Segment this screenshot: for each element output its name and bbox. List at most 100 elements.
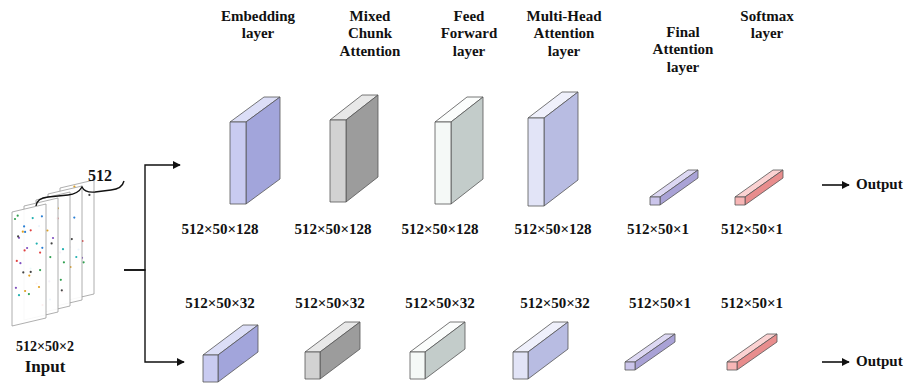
layer-heading: Final Attention layer — [647, 24, 719, 76]
data-dot — [30, 229, 32, 231]
block-face — [320, 322, 360, 379]
layer-node: Embedding layer 512×50×128 — [181, 8, 303, 239]
block-face — [745, 170, 783, 205]
layer-node: Softmax layer512×50×1 — [720, 8, 803, 239]
dimension-label: 512×50×128 — [294, 221, 371, 238]
data-dot — [39, 269, 41, 271]
input-frames — [8, 184, 123, 336]
frame-sheet — [12, 204, 46, 326]
block-face — [305, 352, 320, 379]
layer-node: 512×50×32 — [185, 295, 259, 383]
connector-arrow — [124, 270, 184, 362]
block-face — [544, 92, 578, 206]
data-dot — [24, 249, 26, 251]
layer-node: Feed Forward layer 512×50×128 — [401, 8, 505, 239]
dimension-label: 512×50×128 — [401, 221, 478, 238]
output-arrow — [822, 361, 849, 363]
dimension-label: 512×50×1 — [627, 221, 689, 238]
block-face — [625, 362, 635, 370]
layer-block — [304, 321, 361, 380]
data-dot — [19, 262, 21, 264]
dimension-label: 512×50×32 — [185, 295, 255, 312]
data-dot — [60, 279, 62, 281]
dimension-label: 512×50×32 — [405, 295, 475, 312]
data-dot — [28, 293, 30, 295]
data-dot — [22, 271, 24, 273]
layer-node: 512×50×32 — [512, 295, 590, 380]
data-dot — [46, 229, 48, 231]
layer-block — [202, 324, 259, 383]
data-dot — [61, 289, 63, 291]
data-dot — [22, 231, 24, 233]
block-face — [425, 322, 465, 379]
dimension-label: 512×50×1 — [721, 295, 783, 312]
block-face — [513, 352, 528, 379]
data-dot — [83, 261, 85, 263]
data-dot — [39, 252, 41, 254]
layer-block — [512, 321, 569, 380]
data-dot — [14, 218, 16, 220]
block-face — [246, 97, 280, 204]
input-node: 512 512×50×2Input — [8, 167, 123, 377]
data-dot — [63, 261, 65, 263]
layer-block — [624, 333, 676, 371]
block-face — [330, 120, 346, 202]
layer-node: 512×50×1 — [720, 295, 784, 371]
data-dot — [17, 235, 19, 237]
layer-heading: Mixed Chunk Attention — [334, 8, 406, 60]
data-dot — [52, 237, 54, 239]
layer-block — [527, 91, 579, 207]
block-face — [528, 322, 568, 379]
block-face — [727, 362, 737, 370]
data-dot — [62, 248, 64, 250]
layer-heading: Multi-Head Attention layer — [523, 8, 605, 60]
data-dot — [36, 243, 38, 245]
data-dot — [24, 231, 26, 233]
layer-heading: Feed Forward layer — [433, 8, 505, 60]
layer-block — [434, 96, 484, 205]
dimension-label: 512×50×128 — [181, 221, 258, 238]
dimension-label: 512×50×32 — [295, 295, 365, 312]
block-face — [635, 334, 675, 370]
data-dot — [41, 215, 43, 217]
connector-arrow — [124, 165, 180, 270]
data-dot — [15, 287, 17, 289]
layer-node: 512×50×32 — [405, 295, 475, 380]
data-dot — [24, 290, 26, 292]
data-dot — [30, 271, 32, 273]
block-face — [737, 334, 777, 370]
layer-node: 512×50×32 — [295, 295, 365, 380]
dimension-label: 512×50×2 — [16, 339, 74, 355]
dimension-label: 512×50×1 — [721, 221, 783, 238]
block-face — [528, 118, 544, 206]
data-dot — [18, 294, 20, 296]
block-face — [346, 95, 378, 202]
layer-heading: Embedding layer — [213, 8, 303, 43]
block-face — [203, 355, 218, 382]
data-dot — [75, 256, 77, 258]
dimension-label: 512 — [88, 167, 112, 185]
brace — [36, 181, 124, 206]
block-face — [660, 170, 698, 205]
block-face — [218, 325, 258, 382]
block-face — [735, 197, 745, 205]
data-dot — [28, 275, 30, 277]
data-dot — [88, 194, 90, 196]
data-dot — [49, 256, 51, 258]
layer-node: Final Attention layer 512×50×1 — [626, 24, 719, 239]
layer-node: Multi-Head Attention layer512×50×128 — [514, 8, 605, 239]
data-dot — [71, 238, 73, 240]
layer-block — [229, 96, 281, 205]
block-face — [410, 352, 425, 379]
data-dot — [23, 225, 25, 227]
block-face — [451, 97, 483, 204]
layer-block — [409, 321, 466, 380]
block-face — [435, 122, 451, 204]
input-label: Input — [25, 357, 66, 377]
block-face — [650, 197, 660, 205]
output-label: Output — [856, 176, 903, 193]
data-dot — [26, 247, 28, 249]
dimension-label: 512×50×1 — [629, 295, 691, 312]
data-dot — [73, 217, 75, 219]
